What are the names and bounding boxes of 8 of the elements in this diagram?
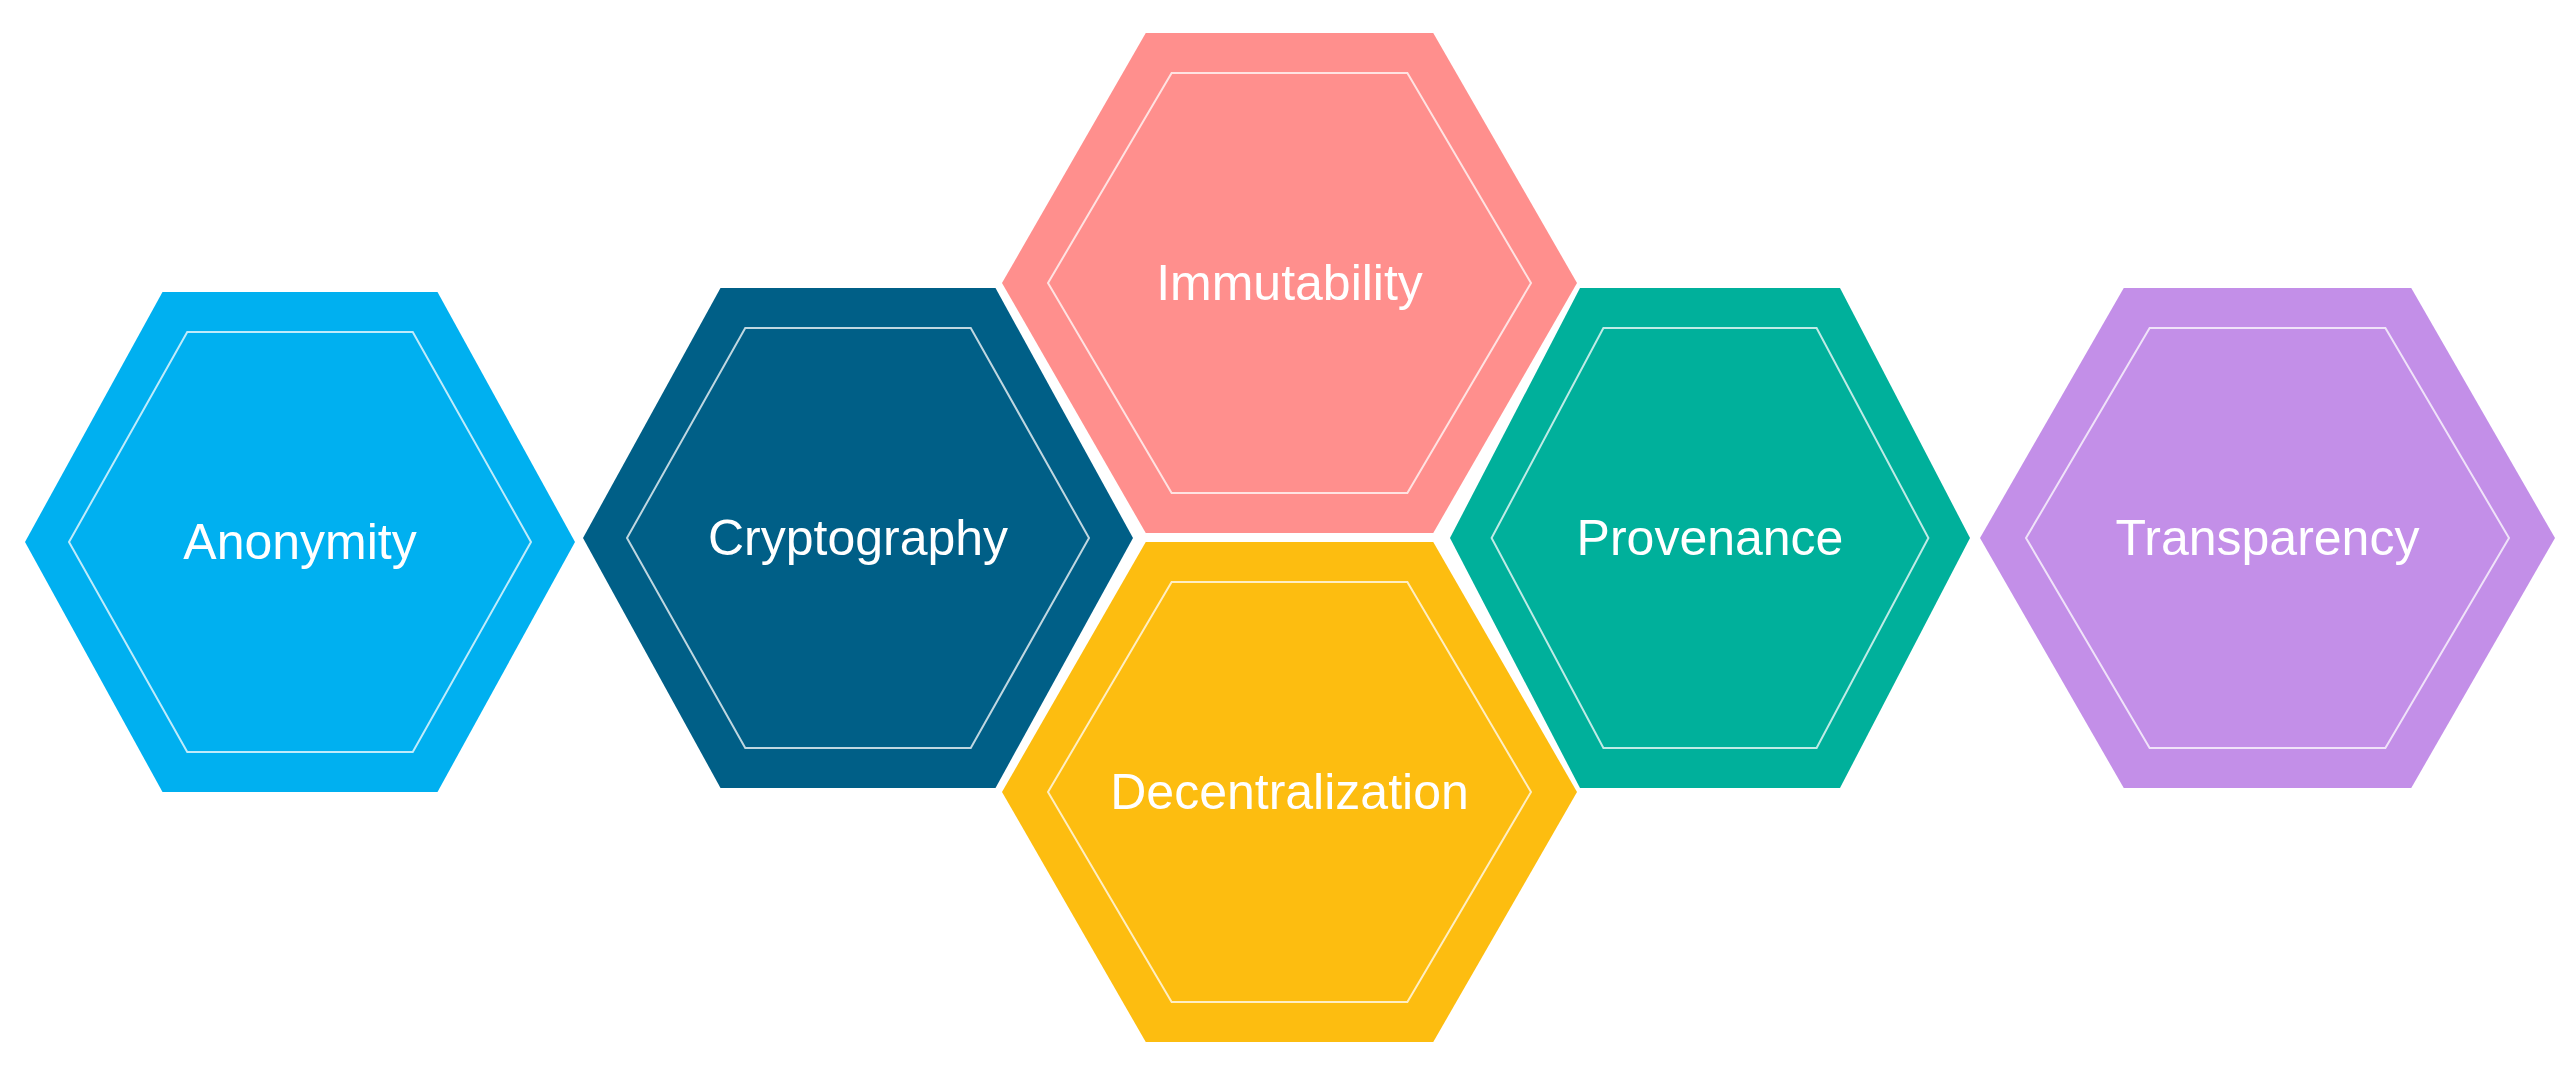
hexagon-tile	[1980, 288, 2555, 788]
tile-label: Immutability	[1156, 254, 1423, 312]
tile-label: Anonymity	[183, 513, 417, 571]
hexagon-tile	[25, 292, 575, 792]
tile-label: Transparency	[2115, 509, 2420, 567]
tile-label: Provenance	[1576, 509, 1844, 567]
tile-label: Cryptography	[707, 509, 1009, 567]
tile-label: Decentralization	[1110, 763, 1469, 821]
